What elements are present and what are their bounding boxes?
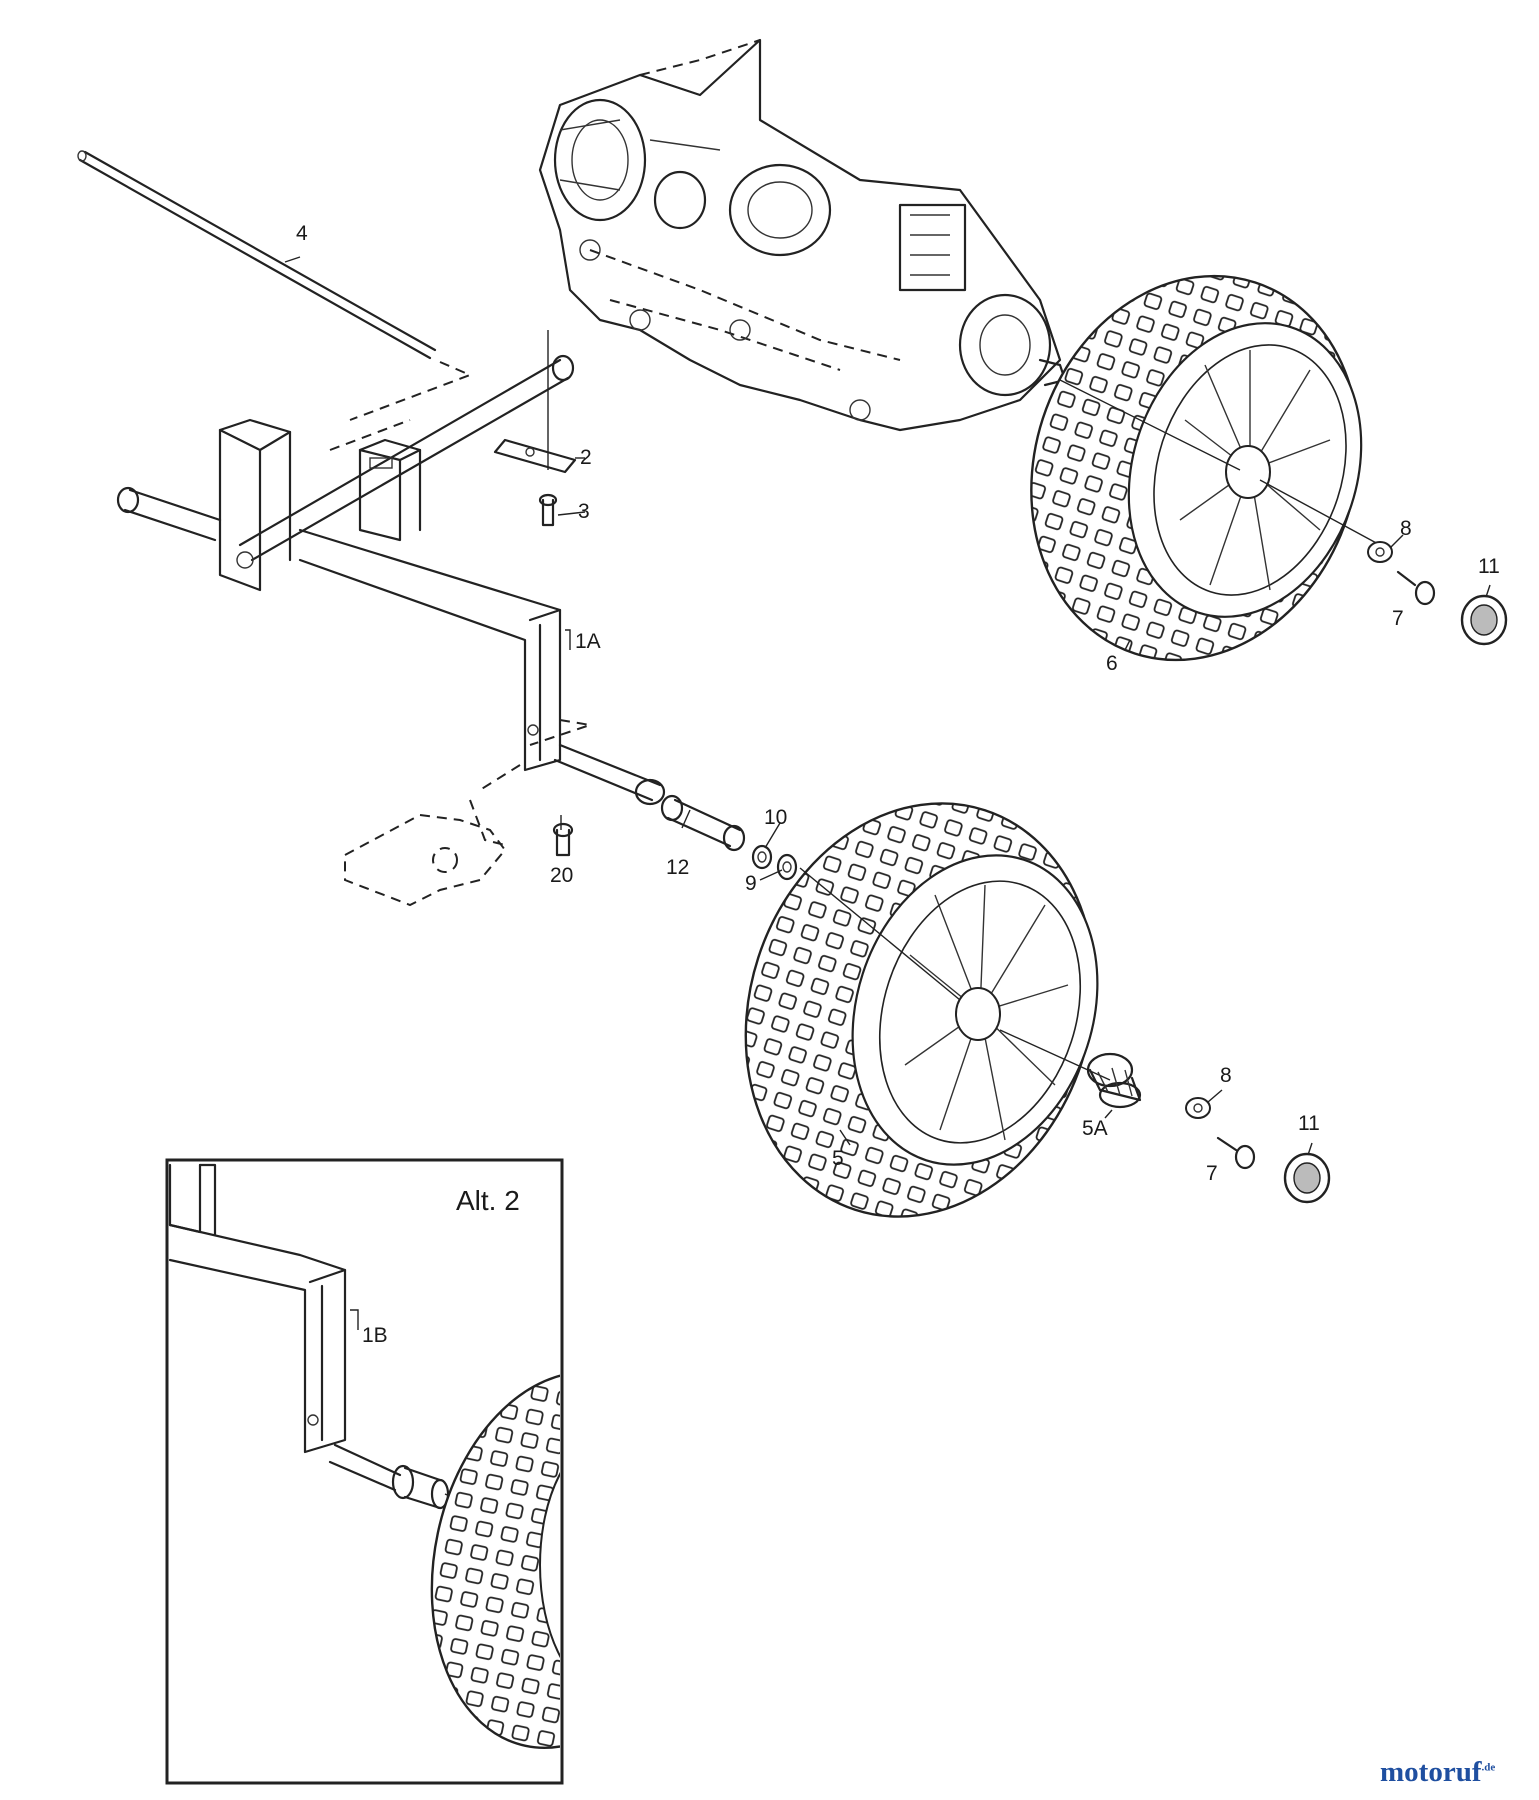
- part-label-11-rear: 11: [1478, 555, 1500, 578]
- washer-part-8-rear: [1367, 541, 1393, 563]
- alt-2-inset: Alt. 2 1B: [165, 1158, 564, 1785]
- frame-part-1a: [116, 354, 591, 791]
- part-label-8-front: 8: [1220, 1064, 1232, 1087]
- bracket-part-20: [344, 799, 574, 907]
- washer-part-9: [776, 853, 798, 881]
- part-label-5a: 5A: [1082, 1117, 1108, 1140]
- part-label-5: 5: [832, 1147, 844, 1170]
- washer-part-8-front: [1185, 1097, 1211, 1119]
- cap-part-11-front: [1283, 1152, 1331, 1204]
- cap-part-11-rear: [1460, 594, 1508, 646]
- part-label-11-front: 11: [1298, 1112, 1320, 1135]
- part-label-7-rear: 7: [1392, 607, 1404, 630]
- part-label-20: 20: [550, 864, 573, 887]
- watermark-tld: .de: [1481, 1761, 1496, 1774]
- part-label-6: 6: [1106, 652, 1118, 675]
- part-label-4: 4: [296, 222, 308, 245]
- transmission-assembly: [538, 38, 1067, 432]
- part-label-8-rear: 8: [1400, 517, 1412, 540]
- watermark-suffix: ruf: [1442, 1756, 1482, 1788]
- part-label-9: 9: [745, 872, 757, 895]
- bushing-part-5a: [1086, 1052, 1142, 1109]
- axle-tube-part-12: [553, 743, 746, 852]
- bolt-part-7-front: [1216, 1136, 1256, 1170]
- part-label-10: 10: [764, 806, 787, 829]
- part-label-2: 2: [580, 446, 592, 469]
- motoruf-watermark: motoruf.de: [1380, 1756, 1495, 1789]
- rear-wheel-part-6: [1030, 274, 1363, 662]
- plate-part-2: [493, 330, 577, 474]
- inset-title: Alt. 2: [456, 1185, 520, 1216]
- part-label-7-front: 7: [1206, 1162, 1218, 1185]
- part-label-3: 3: [578, 500, 590, 523]
- front-wheel-part-5: [744, 802, 1099, 1218]
- watermark-prefix: moto: [1380, 1756, 1443, 1788]
- bolt-part-7-rear: [1396, 570, 1436, 606]
- part-label-12: 12: [666, 856, 689, 879]
- part-label-1b: 1B: [362, 1324, 388, 1347]
- part-label-1a: 1A: [575, 630, 601, 653]
- rod-part-4: [77, 150, 473, 421]
- washer-part-10: [751, 844, 773, 870]
- bolt-part-3: [538, 493, 558, 527]
